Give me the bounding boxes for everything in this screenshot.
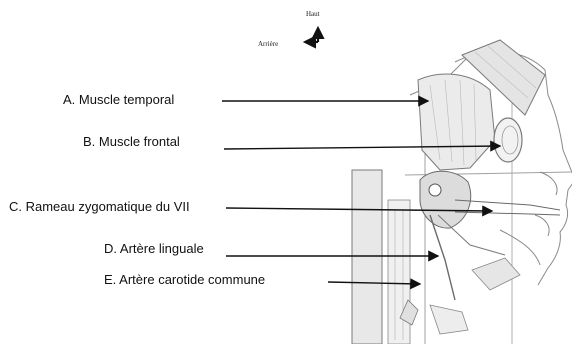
face-profile (500, 172, 557, 265)
label-muscle-frontal: B. Muscle frontal (83, 134, 180, 150)
label-artere-linguale: D. Artère linguale (104, 241, 204, 257)
temporal-muscle (418, 74, 495, 170)
label-artere-carotide: E. Artère carotide commune (104, 272, 265, 288)
label-muscle-temporal: A. Muscle temporal (63, 92, 174, 108)
orbit (494, 118, 522, 162)
zygomatic-branch (455, 200, 560, 215)
orientation-up-label: Haut (306, 10, 320, 18)
orientation-compass (305, 28, 318, 42)
orientation-back-label: Arrière (258, 40, 278, 48)
label-rameau-zygomatique: C. Rameau zygomatique du VII (9, 199, 190, 215)
